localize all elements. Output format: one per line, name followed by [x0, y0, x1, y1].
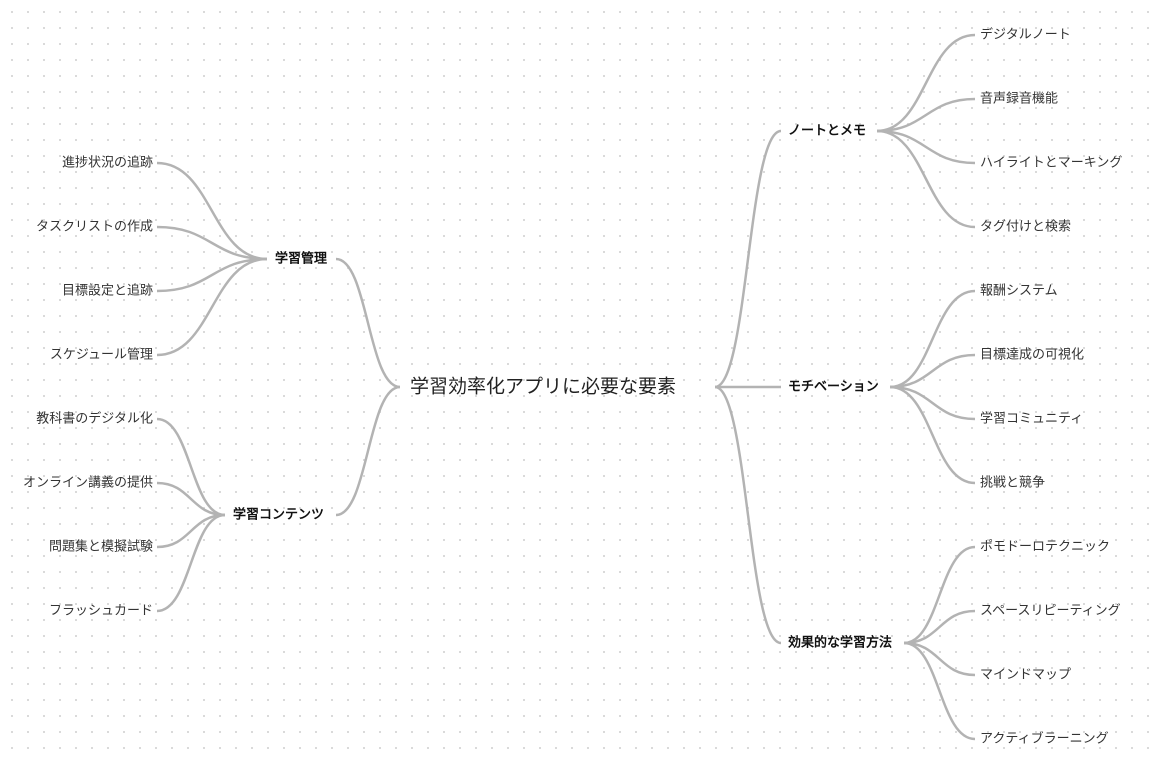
branch-leaf-edge — [889, 385, 976, 485]
branch-leaf-edge — [876, 33, 976, 133]
root-branch-edge — [714, 385, 782, 645]
leaf-node[interactable]: スケジュール管理 — [49, 347, 153, 363]
branch-leaf-edge — [876, 129, 976, 229]
leaf-node[interactable]: 学習コミュニティ — [980, 411, 1084, 427]
leaf-node[interactable]: マインドマップ — [980, 667, 1072, 683]
root-branch-edge — [714, 129, 782, 389]
leaf-node[interactable]: 目標達成の可視化 — [980, 347, 1085, 363]
root-branch-edge — [335, 257, 401, 389]
branch-leaf-edge — [156, 513, 226, 549]
branch-node[interactable]: 学習管理 — [275, 251, 328, 267]
branch-leaf-edge — [156, 257, 268, 357]
leaf-node[interactable]: オンライン講義の提供 — [22, 475, 153, 491]
branch-node[interactable]: ノートとメモ — [788, 123, 867, 139]
branch-leaf-edge — [156, 225, 268, 261]
leaf-node[interactable]: 挑戦と競争 — [980, 475, 1046, 491]
branch-leaf-edge — [156, 257, 268, 293]
branch-leaf-edge — [889, 289, 976, 389]
leaf-node[interactable]: タスクリストの作成 — [35, 219, 153, 235]
leaf-node[interactable]: 目標設定と追跡 — [61, 283, 153, 299]
leaf-node[interactable]: ポモドーロテクニック — [980, 539, 1111, 555]
root-node[interactable]: 学習効率化アプリに必要な要素 — [410, 375, 677, 398]
root-branch-edge — [335, 385, 401, 517]
branch-leaf-edge — [156, 481, 226, 517]
leaf-node[interactable]: アクティブラーニング — [980, 731, 1109, 747]
leaf-node[interactable]: 音声録音機能 — [980, 91, 1059, 107]
branch-leaf-edge — [903, 609, 976, 645]
leaf-node[interactable]: デジタルノート — [980, 27, 1071, 43]
leaf-node[interactable]: 教科書のデジタル化 — [36, 411, 153, 427]
branch-leaf-edge — [156, 161, 268, 261]
branch-leaf-edge — [889, 385, 976, 421]
branch-node[interactable]: モチベーション — [788, 379, 879, 395]
branch-leaf-edge — [876, 129, 976, 165]
leaf-node[interactable]: 進捗状況の追跡 — [61, 155, 153, 171]
branch-leaf-edge — [903, 641, 976, 677]
branch-node[interactable]: 学習コンテンツ — [233, 507, 325, 523]
branch-leaf-edge — [903, 641, 976, 741]
branch-leaf-edge — [903, 545, 976, 645]
leaf-node[interactable]: スペースリピーティング — [980, 603, 1121, 619]
branch-leaf-edge — [156, 417, 226, 517]
leaf-node[interactable]: ハイライトとマーキング — [980, 155, 1123, 171]
leaf-node[interactable]: 問題集と模擬試験 — [48, 539, 153, 555]
leaf-node[interactable]: 報酬システム — [980, 283, 1058, 299]
leaf-node[interactable]: フラッシュカード — [48, 603, 153, 619]
branch-leaf-edge — [876, 97, 976, 133]
leaf-node[interactable]: タグ付けと検索 — [980, 219, 1072, 235]
branch-node[interactable]: 効果的な学習方法 — [788, 635, 893, 651]
branch-leaf-edge — [156, 513, 226, 613]
branch-leaf-edge — [889, 353, 976, 389]
